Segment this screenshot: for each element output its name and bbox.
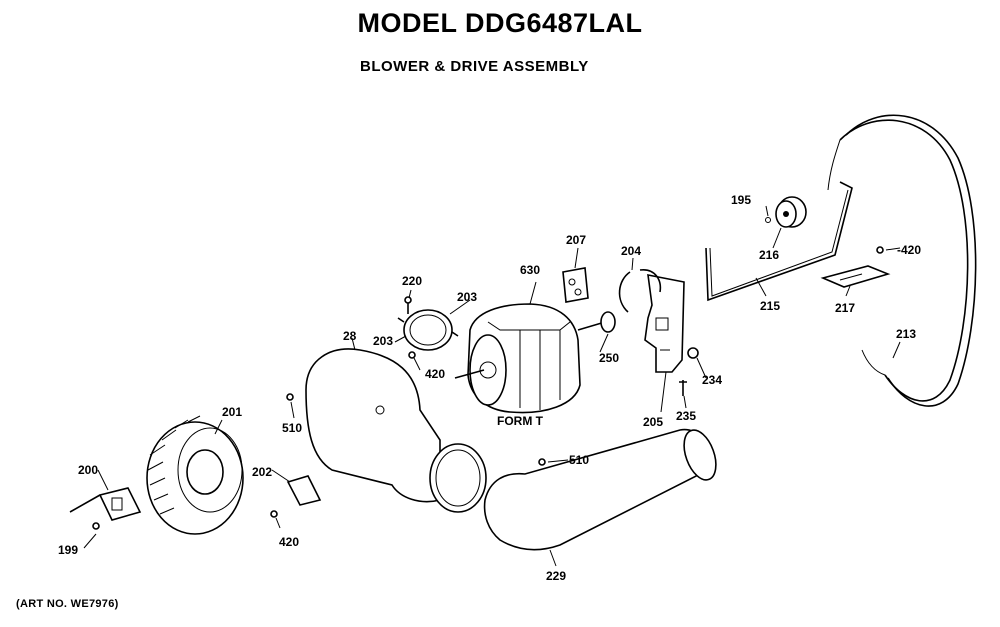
motor-clamp	[397, 309, 459, 351]
callout-420-c: -420	[897, 243, 921, 257]
callout-195: 195	[731, 193, 751, 207]
callout-203-a: 203	[373, 334, 393, 348]
idler-arm	[705, 181, 853, 302]
callout-205: 205	[643, 415, 663, 429]
motor-form-label: FORM T	[497, 414, 544, 428]
motor-clip	[618, 269, 662, 313]
screw-420b	[408, 351, 416, 359]
screw-510b	[538, 458, 546, 466]
callout-215: 215	[760, 299, 780, 313]
idler-pulley	[775, 196, 807, 228]
callout-250: 250	[599, 351, 619, 365]
callout-235: 235	[676, 409, 696, 423]
callout-420-b: 420	[425, 367, 445, 381]
art-number: (ART NO. WE7976)	[16, 598, 119, 610]
screw-510a	[286, 393, 294, 401]
callout-630: 630	[520, 263, 540, 277]
screw-199	[92, 522, 100, 530]
callout-199: 199	[58, 543, 78, 557]
idler-bracket	[820, 265, 891, 288]
part-202	[286, 475, 322, 506]
screw-420c	[876, 246, 884, 254]
motor-switch	[562, 267, 589, 303]
callout-201: 201	[222, 405, 242, 419]
callout-216: 216	[759, 248, 779, 262]
washer-195	[765, 217, 771, 223]
callout-203-b: 203	[457, 290, 477, 304]
callout-204: 204	[621, 244, 641, 258]
callout-229: 229	[546, 569, 566, 583]
exhaust-duct	[483, 428, 717, 551]
callout-420-a: 420	[279, 535, 299, 549]
leader-lines	[83, 205, 901, 567]
part-234	[687, 347, 699, 359]
screw-235	[679, 380, 687, 396]
callout-207: 207	[566, 233, 586, 247]
callout-28: 28	[343, 329, 357, 343]
callout-220: 220	[402, 274, 422, 288]
blower-housing	[305, 348, 487, 513]
callout-217: 217	[835, 301, 855, 315]
bracket-200	[69, 487, 142, 521]
drive-motor	[454, 303, 614, 414]
callout-234: 234	[702, 373, 722, 387]
motor-mount	[644, 274, 685, 373]
blower-wheel	[146, 415, 244, 535]
callout-202: 202	[252, 465, 272, 479]
screw-220	[404, 296, 412, 314]
callout-213: 213	[896, 327, 916, 341]
callout-510-a: 510	[282, 421, 302, 435]
callout-200: 200	[78, 463, 98, 477]
pulley-250	[600, 311, 616, 333]
drum-belt	[827, 114, 977, 407]
assembly-title: BLOWER & DRIVE ASSEMBLY	[360, 58, 589, 75]
callout-510-b: 510	[569, 453, 589, 467]
screw-420a	[270, 510, 278, 518]
model-title: MODEL DDG6487LAL	[357, 8, 643, 38]
